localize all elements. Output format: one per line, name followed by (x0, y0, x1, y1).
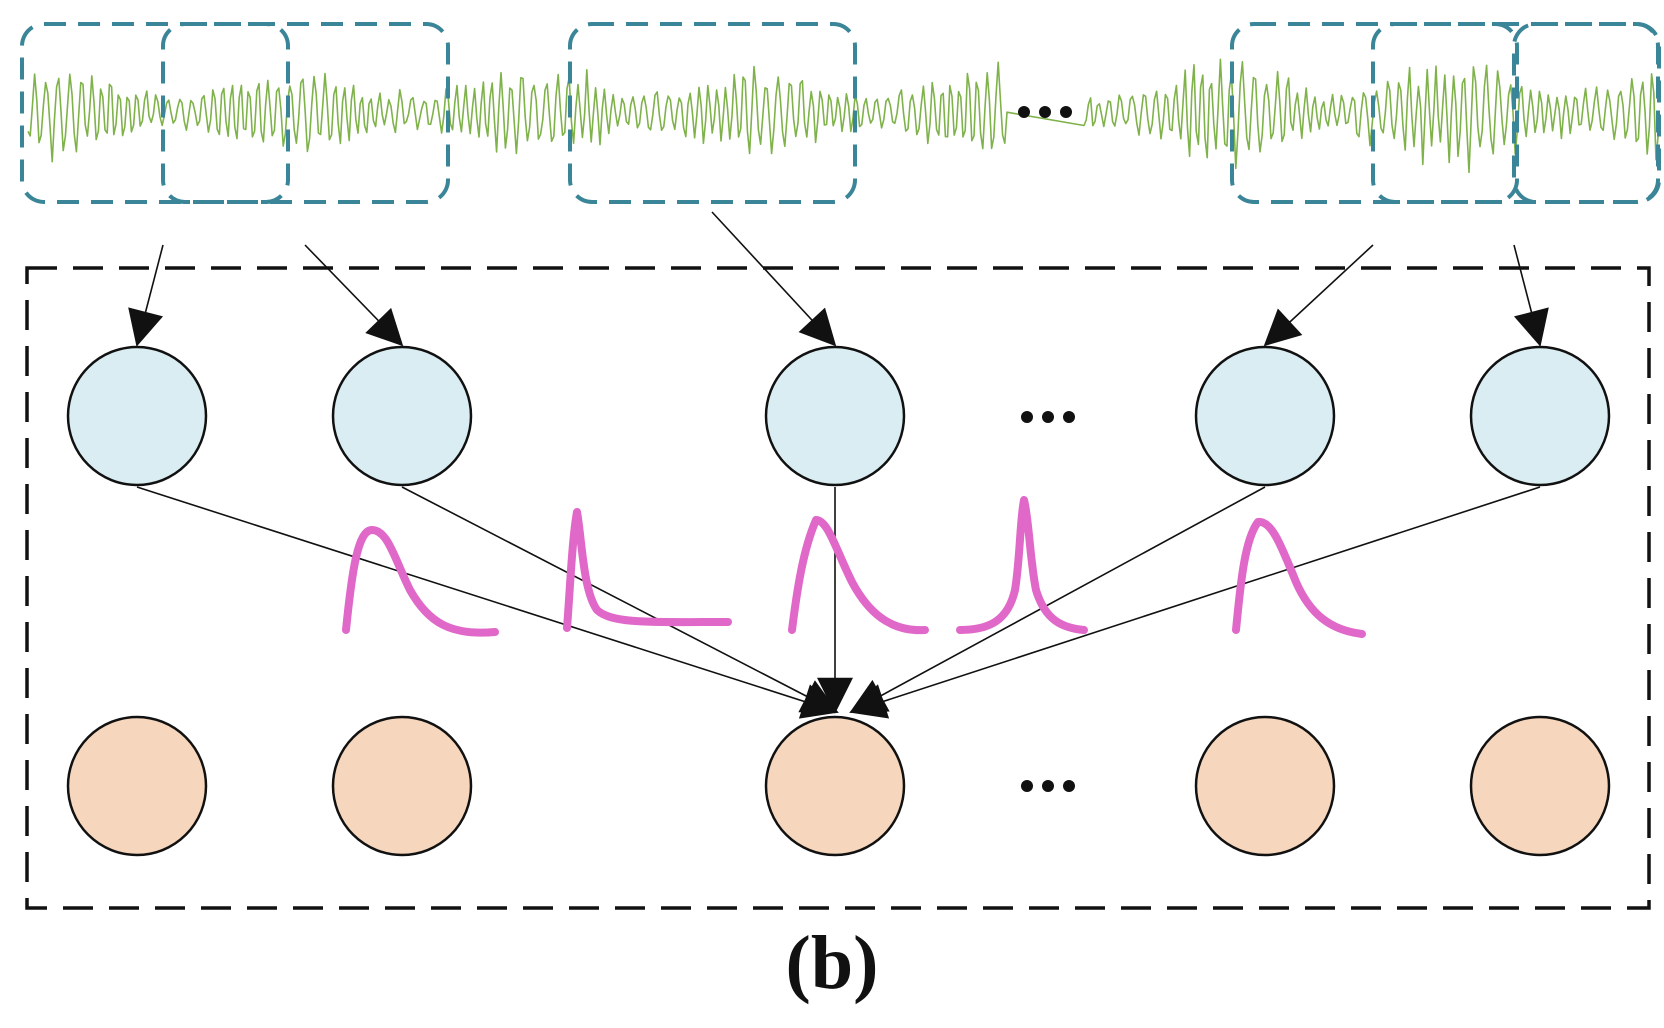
window-group (20, 22, 1661, 204)
input-ellipsis (1021, 411, 1075, 423)
window-6 (1512, 22, 1661, 204)
output-ellipsis (1021, 780, 1075, 792)
connection-4 (849, 486, 1266, 713)
output-node-1 (66, 715, 208, 857)
connection-5 (849, 486, 1541, 719)
kernel-curves (342, 496, 1366, 638)
network-frame (25, 266, 1651, 910)
window-3 (568, 22, 857, 204)
output-node-row (66, 715, 1611, 857)
connection-1 (136, 486, 839, 719)
input-node-2 (331, 345, 473, 487)
arrow-window1-node1 (128, 244, 164, 347)
kernel-curve-1 (342, 526, 499, 637)
connection-2 (401, 486, 839, 713)
kernel-curve-3 (788, 516, 929, 635)
window-2 (161, 22, 450, 204)
output-node-2 (331, 715, 473, 857)
arrow-window5-node5 (1513, 244, 1549, 347)
window-5 (1371, 22, 1660, 204)
output-node-5 (1469, 715, 1611, 857)
input-node-1 (66, 345, 208, 487)
kernel-curve-2 (563, 508, 732, 632)
output-node-3 (764, 715, 906, 857)
kernel-curve-5 (1232, 518, 1366, 638)
input-node-3 (764, 345, 906, 487)
window-4 (1230, 22, 1519, 204)
arrow-window4-node4 (1263, 244, 1374, 347)
input-node-4 (1194, 345, 1336, 487)
signal-trace (27, 58, 1659, 174)
window-1 (20, 22, 290, 204)
input-node-5 (1469, 345, 1611, 487)
signal-ellipsis (1018, 106, 1072, 118)
figure-caption: (b) (785, 921, 879, 1005)
convergence-arrows (136, 486, 1541, 719)
arrow-window3-node3 (711, 211, 837, 347)
window-arrows (128, 211, 1549, 347)
kernel-curve-4 (956, 496, 1088, 634)
input-node-row (66, 345, 1611, 487)
arrow-window2-node2 (304, 244, 404, 347)
output-node-4 (1194, 715, 1336, 857)
